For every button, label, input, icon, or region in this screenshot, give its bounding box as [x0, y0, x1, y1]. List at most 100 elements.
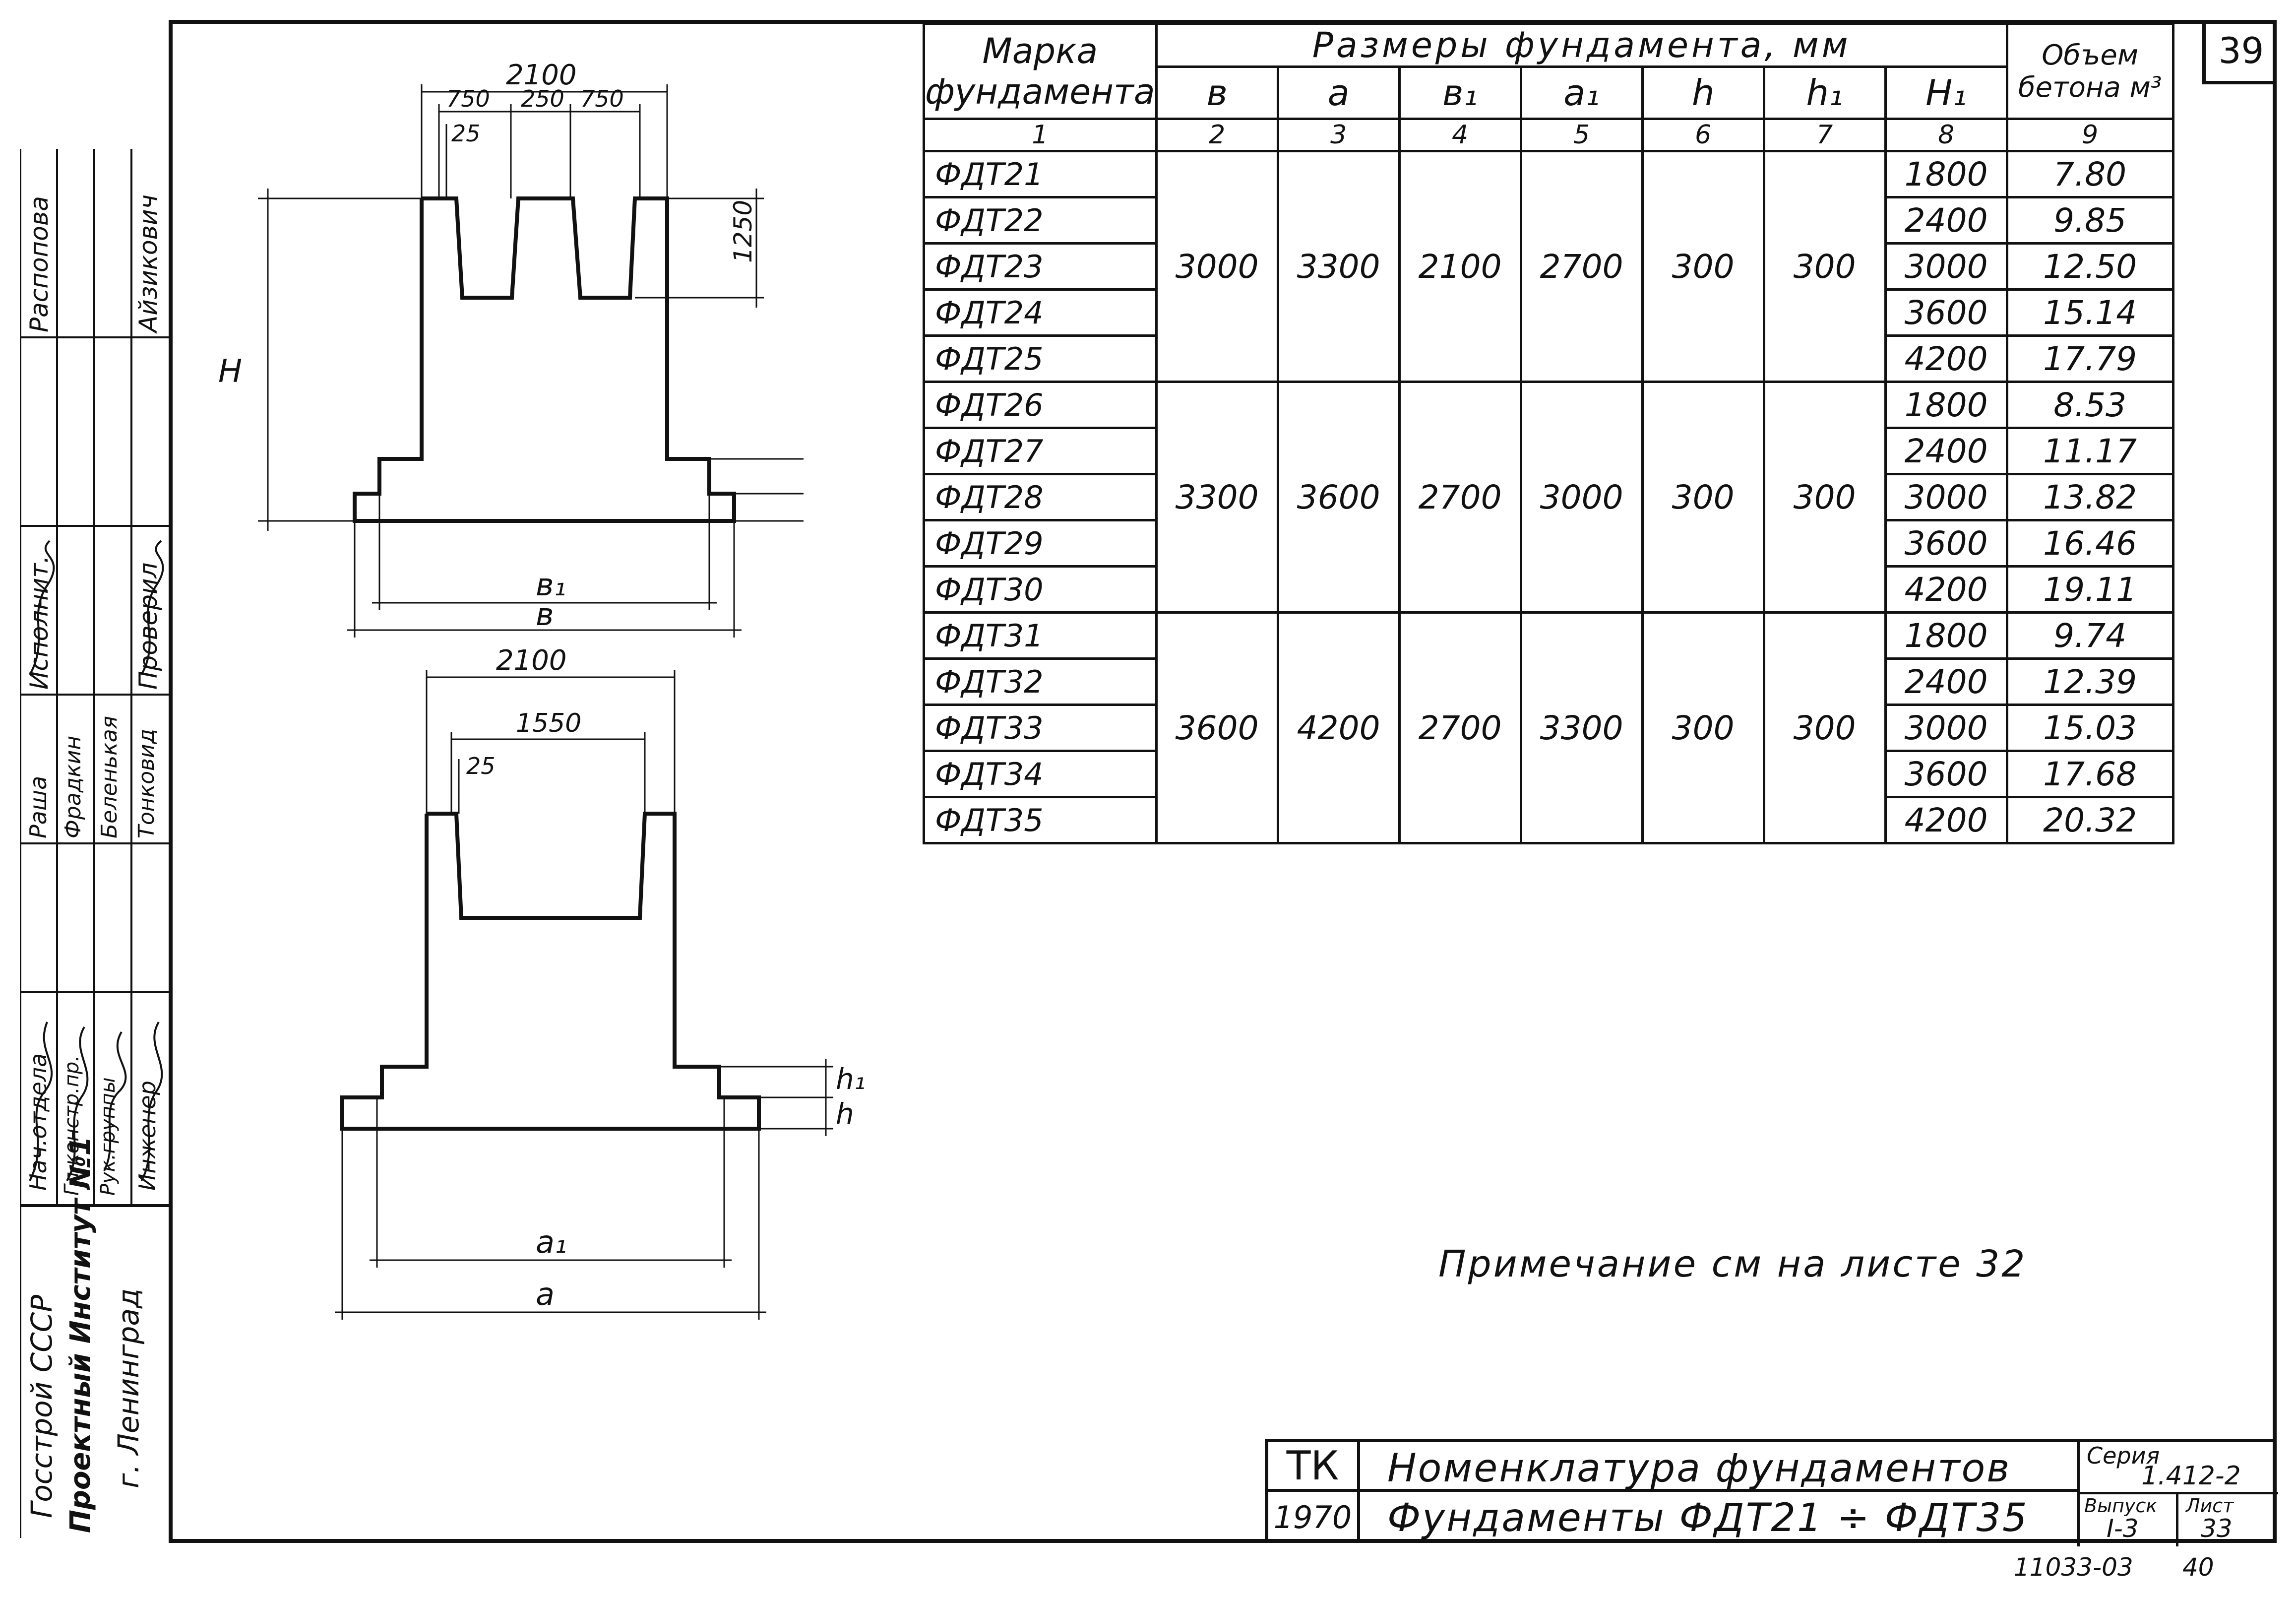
col-num: 9 [2005, 118, 2174, 152]
cell-H1: 4200 [1884, 334, 2008, 383]
title-code: ТК [1268, 1442, 1360, 1492]
label-a: а [536, 1276, 555, 1312]
dim-top-25: 25 [451, 120, 481, 147]
dim-top-2100: 2100 [506, 59, 577, 91]
header-dimensions: Размеры фундамента, мм [1155, 22, 2008, 68]
col-num: 1 [923, 118, 1158, 152]
cell-a1: 2700 [1519, 150, 1644, 383]
cell-H1: 3600 [1884, 750, 2008, 798]
dim-top-250: 250 [521, 85, 564, 112]
cell-b1: 2700 [1398, 381, 1522, 614]
col-sym-b: в [1155, 65, 1279, 120]
cell-a: 3300 [1276, 150, 1401, 383]
cell-h1: 300 [1762, 611, 1887, 844]
cell-H1: 3000 [1884, 242, 2008, 291]
label-b1: в₁ [536, 567, 566, 603]
cell-a: 4200 [1276, 611, 1401, 844]
cell-H1: 4200 [1884, 796, 2008, 844]
bottom-code: 11033-03 [2014, 1553, 2133, 1582]
cell-volume: 20.32 [2005, 796, 2174, 844]
cell-mark: ФДТ28 [923, 473, 1158, 521]
cell-H1: 2400 [1884, 657, 2008, 706]
cell-a1: 3300 [1519, 611, 1644, 844]
cell-a1: 3000 [1519, 381, 1644, 614]
cell-h1: 300 [1762, 150, 1887, 383]
signatures-2 [29, 540, 164, 675]
cell-volume: 16.46 [2005, 519, 2174, 568]
dim-top-1250: 1250 [729, 200, 757, 263]
cell-b: 3600 [1155, 611, 1279, 844]
col-sym-a1: а₁ [1519, 65, 1644, 120]
cell-mark: ФДТ27 [923, 427, 1158, 475]
cell-h: 300 [1641, 381, 1765, 614]
cell-volume: 12.50 [2005, 242, 2174, 291]
label-H: H [218, 353, 242, 390]
dim-top-750a: 750 [446, 85, 490, 112]
name-aizikovich: Айзикович [134, 194, 163, 332]
left-stamp-strip: Госстрой СССР Проектный Институт №1 г. Л… [18, 149, 169, 1538]
cell-H1: 3600 [1884, 519, 2008, 568]
cell-mark: ФДТ21 [923, 150, 1158, 198]
cell-volume: 12.39 [2005, 657, 2174, 706]
org-city: г. Ленинград [112, 1288, 145, 1488]
cell-b1: 2100 [1398, 150, 1522, 383]
col-num: 4 [1398, 118, 1522, 152]
name-rasha: Раша [25, 775, 52, 838]
label-b: в [536, 596, 554, 633]
cell-H1: 2400 [1884, 427, 2008, 475]
col-num: 3 [1276, 118, 1401, 152]
title-divider-v [2077, 1442, 2080, 1546]
col-sym-a: а [1276, 65, 1401, 120]
cell-mark: ФДТ31 [923, 611, 1158, 660]
cell-mark: ФДТ29 [923, 519, 1158, 568]
dim-bottom-1550: 1550 [516, 708, 581, 738]
cell-volume: 9.74 [2005, 611, 2174, 660]
label-a1: а₁ [536, 1224, 567, 1260]
bottom-dim-lines [335, 670, 833, 1320]
label-bottom-h: h [836, 1097, 854, 1131]
sheet-label: Лист [2186, 1495, 2234, 1517]
name-tonkovid: Тонковид [134, 728, 159, 838]
cell-H1: 2400 [1884, 196, 2008, 245]
cell-mark: ФДТ35 [923, 796, 1158, 844]
cell-volume: 13.82 [2005, 473, 2174, 521]
cell-volume: 15.03 [2005, 704, 2174, 752]
left-strip-lines [18, 149, 169, 1538]
cell-mark: ФДТ32 [923, 657, 1158, 706]
col-sym-h: h [1641, 65, 1765, 120]
title-line-1: Номенклатура фундаментов [1387, 1446, 2011, 1491]
cell-mark: ФДТ22 [923, 196, 1158, 245]
issue-divider [2176, 1492, 2178, 1546]
cell-H1: 3000 [1884, 473, 2008, 521]
column-number-row: 1 2 3 4 5 6 7 8 9 [923, 118, 2174, 152]
cell-H1: 1800 [1884, 611, 2008, 660]
cell-mark: ФДТ34 [923, 750, 1158, 798]
dim-bottom-2100: 2100 [496, 645, 567, 677]
col-num: 8 [1884, 118, 2008, 152]
bottom-number: 40 [2182, 1553, 2214, 1582]
cell-volume: 7.80 [2005, 150, 2174, 198]
header-volume: Объем бетона м³ [2005, 22, 2174, 120]
cell-volume: 17.79 [2005, 334, 2174, 383]
signatures [29, 1021, 163, 1182]
cell-H1: 3600 [1884, 288, 2008, 337]
series-divider [2080, 1492, 2278, 1494]
issue-label: Выпуск [2084, 1495, 2158, 1517]
foundation-drawing-top: 2100 750 250 750 25 1250 H h₁ h в₁ в [218, 59, 804, 638]
cell-volume: 8.53 [2005, 381, 2174, 429]
series-label: Серия [2087, 1442, 2160, 1469]
dim-top-750b: 750 [580, 85, 624, 112]
cell-mark: ФДТ30 [923, 565, 1158, 614]
cell-mark: ФДТ23 [923, 242, 1158, 291]
